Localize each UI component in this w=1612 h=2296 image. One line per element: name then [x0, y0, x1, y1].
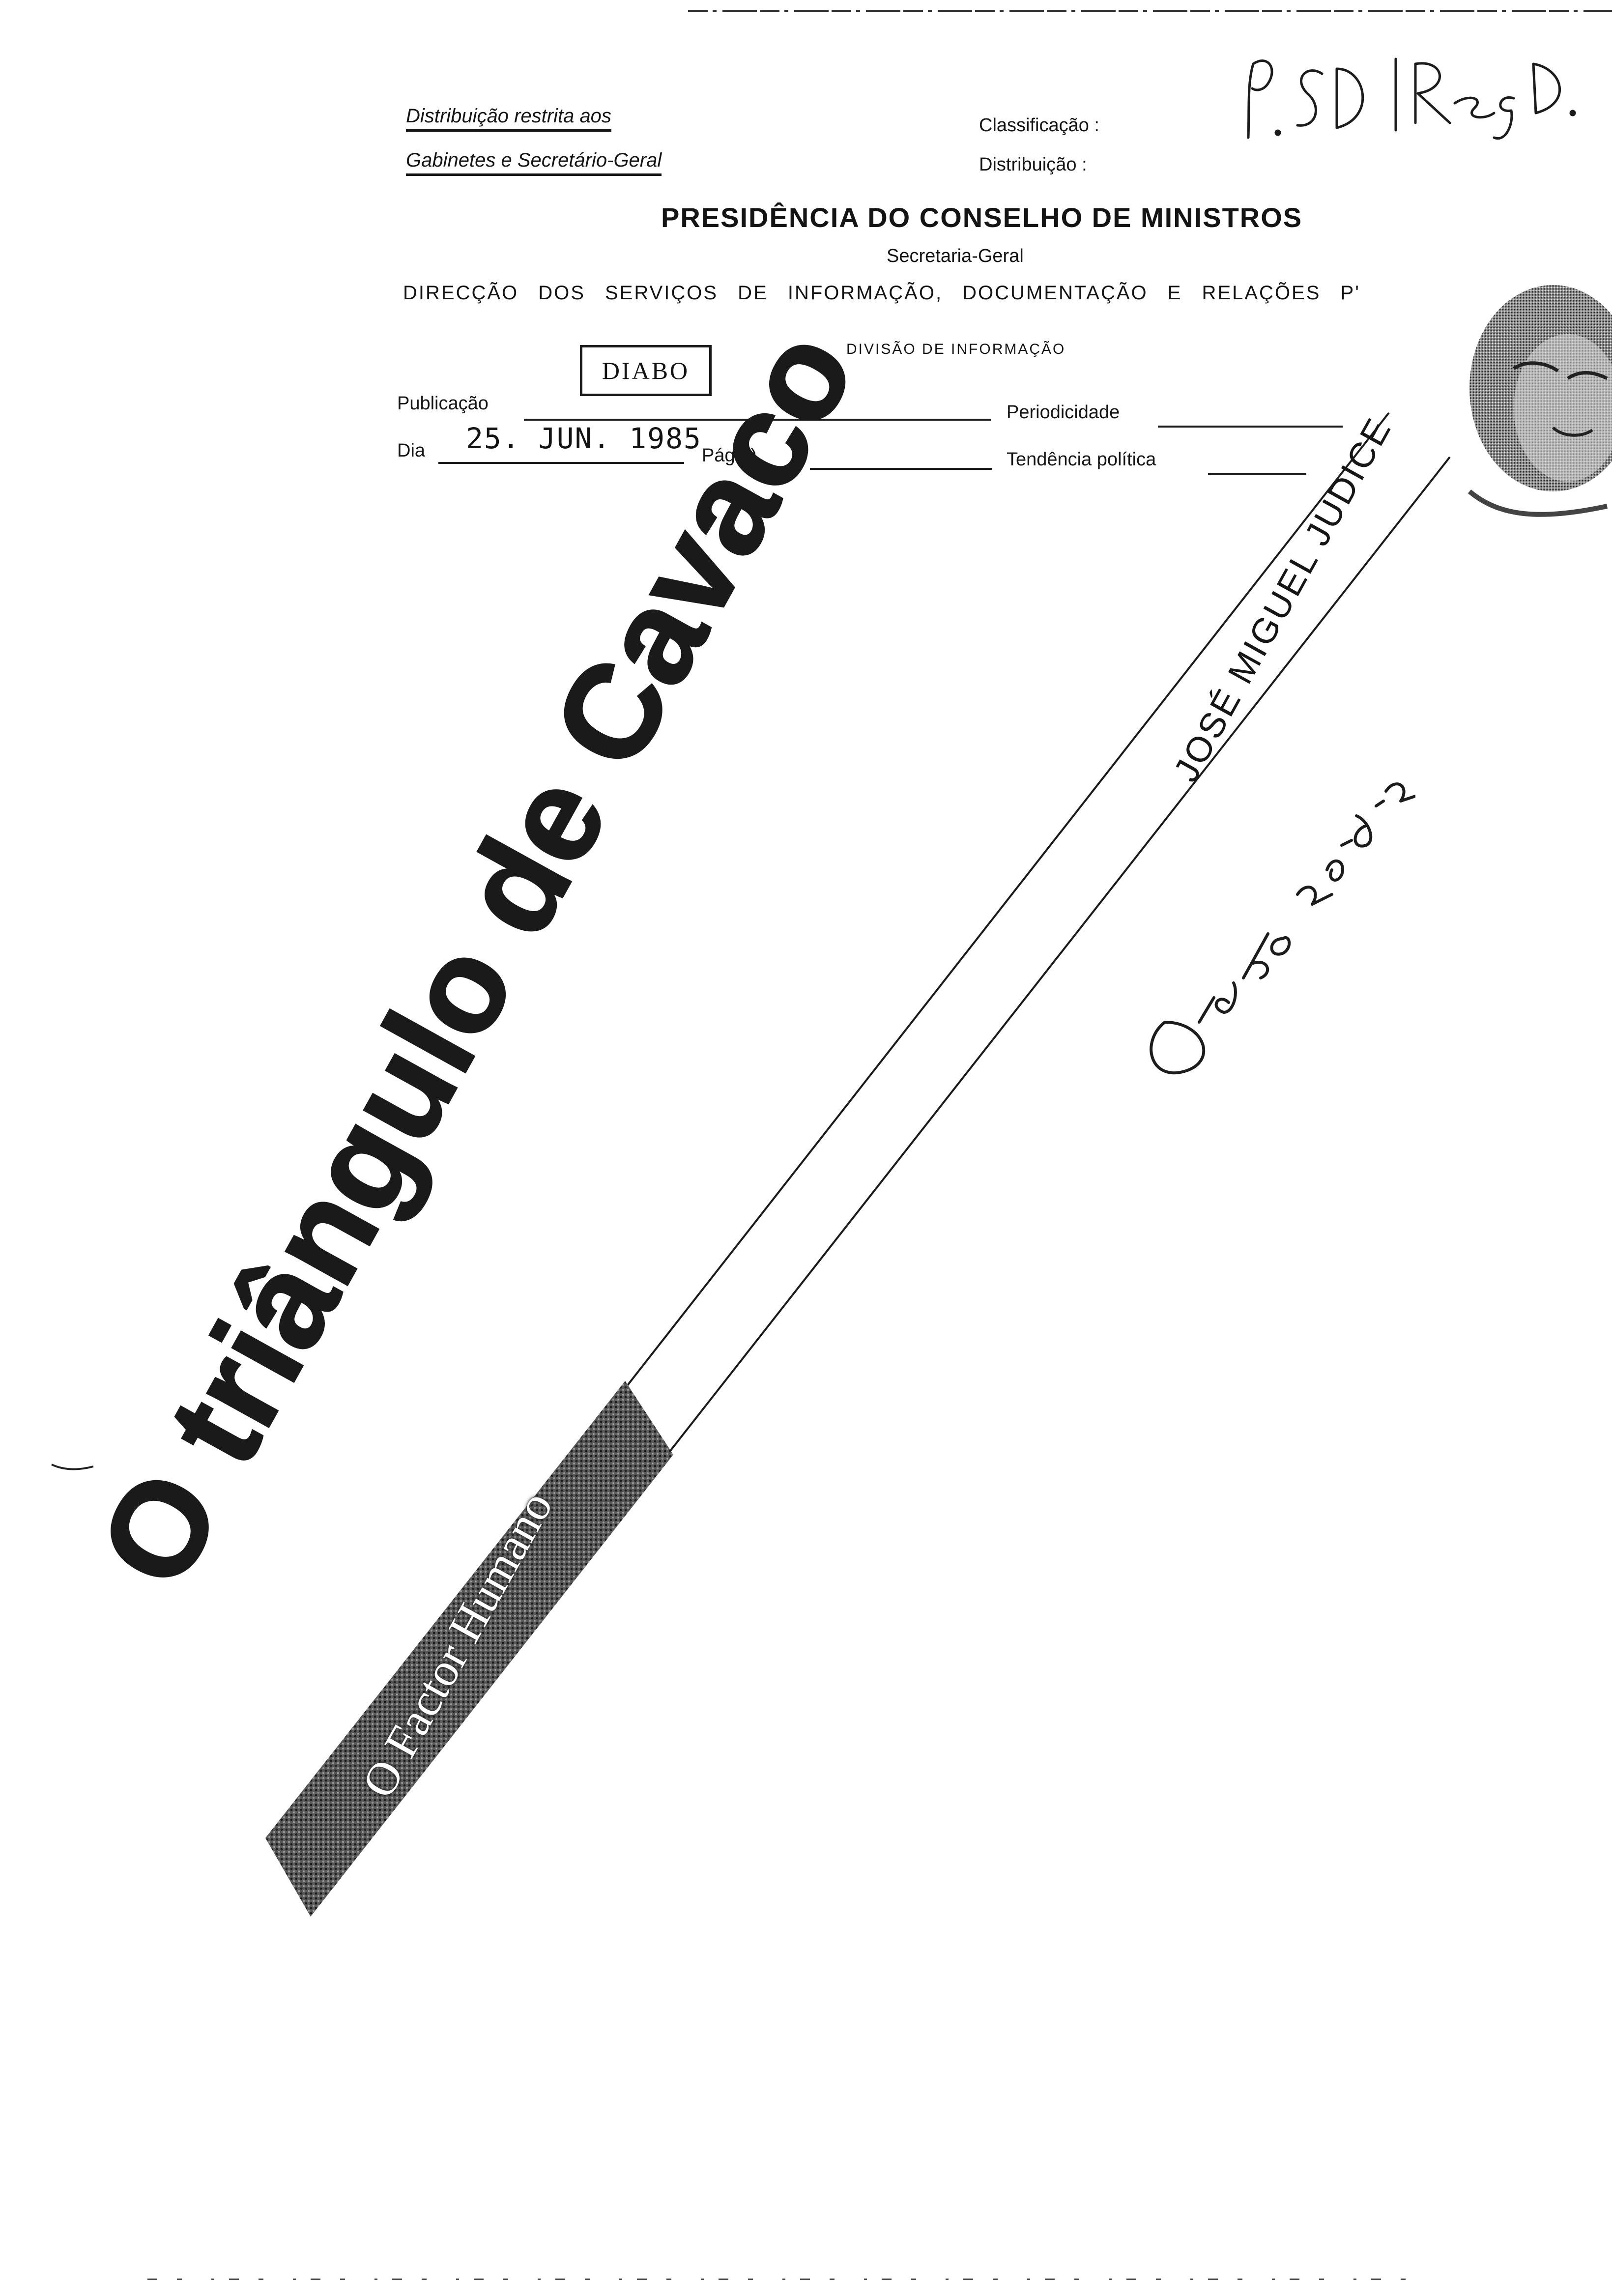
- dia-field-line: [438, 462, 684, 464]
- distribution-note-line-1: Distribuição restrita aos: [406, 105, 611, 132]
- publication-stamp-text: DIABO: [602, 357, 690, 384]
- handwritten-annotation-top: [1247, 57, 1576, 140]
- handwritten-annotation-side: [1150, 782, 1415, 1074]
- publication-stamp: DIABO: [580, 345, 712, 396]
- periodicidade-field-line: [1158, 426, 1343, 428]
- scan-edge-top: [688, 10, 1612, 12]
- dia-date-stamp: 25. JUN. 1985: [466, 422, 702, 455]
- distribuicao-label: Distribuição :: [979, 154, 1087, 175]
- periodicidade-label: Periodicidade: [1007, 402, 1120, 423]
- pags-field-line: [810, 468, 992, 470]
- distribution-note-text-2: Gabinetes e Secretário-Geral: [406, 149, 662, 176]
- organization-subtitle: Secretaria-Geral: [887, 246, 1024, 266]
- direction-line: DIRECÇÃO DOS SERVIÇOS DE INFORMAÇÃO, DOC…: [403, 282, 1360, 304]
- tendencia-field-line: [1208, 473, 1306, 475]
- distribution-note-text-1: Distribuição restrita aos: [406, 105, 611, 132]
- article-headline: O triângulo de Cavaco: [69, 306, 884, 1611]
- tendencia-label: Tendência política: [1007, 449, 1156, 470]
- distribution-note-line-2: Gabinetes e Secretário-Geral: [406, 149, 662, 176]
- article-byline: JOSÉ MIGUEL JUDICE: [1166, 411, 1400, 788]
- scan-mark-left: [51, 1464, 94, 1470]
- publicacao-label: Publicação: [397, 393, 489, 414]
- classificacao-label: Classificação :: [979, 115, 1099, 136]
- scan-edge-bottom: [147, 2278, 1425, 2280]
- division-line: DIVISÃO DE INFORMAÇÃO: [846, 341, 1066, 357]
- section-label: O Factor Humano: [351, 1482, 563, 1807]
- portrait-photo: [1468, 285, 1612, 517]
- dia-label: Dia: [397, 440, 426, 461]
- organization-title: PRESIDÊNCIA DO CONSELHO DE MINISTROS: [661, 202, 1303, 233]
